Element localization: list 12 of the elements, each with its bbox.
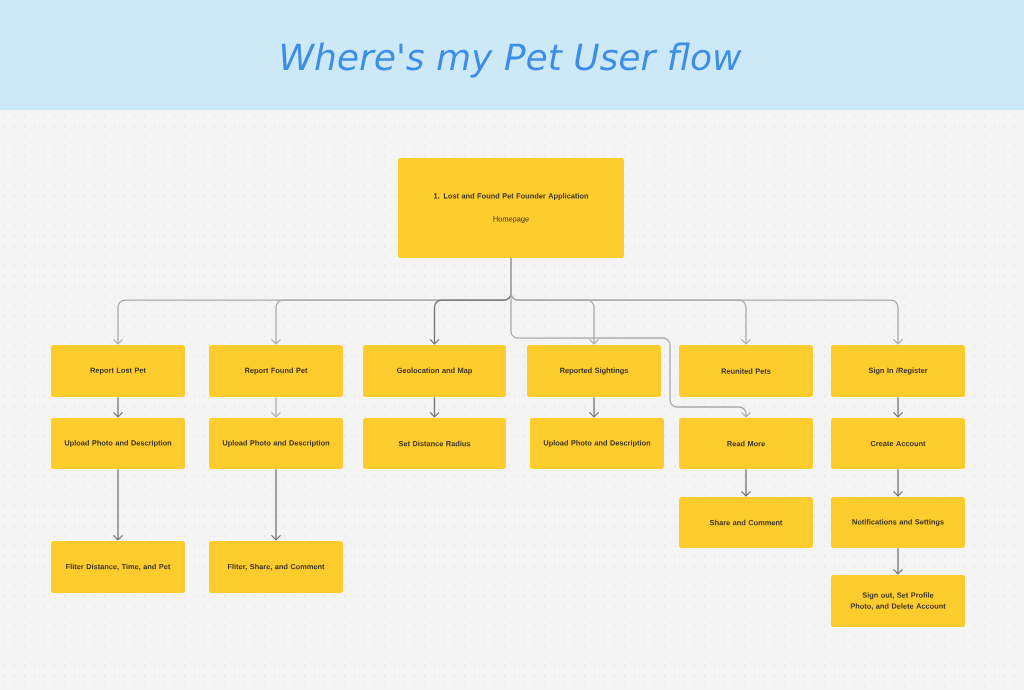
arrow — [270, 396, 282, 418]
arrow — [429, 396, 440, 418]
arrow — [892, 547, 904, 575]
arrow — [588, 396, 600, 418]
arrow — [892, 468, 904, 497]
arrow — [270, 468, 282, 541]
arrow — [510, 257, 752, 418]
arrow — [112, 396, 124, 418]
arrow — [892, 396, 904, 418]
title: Where's my Pet User flow — [281, 42, 742, 78]
arrow — [740, 468, 752, 497]
arrow — [112, 468, 124, 541]
